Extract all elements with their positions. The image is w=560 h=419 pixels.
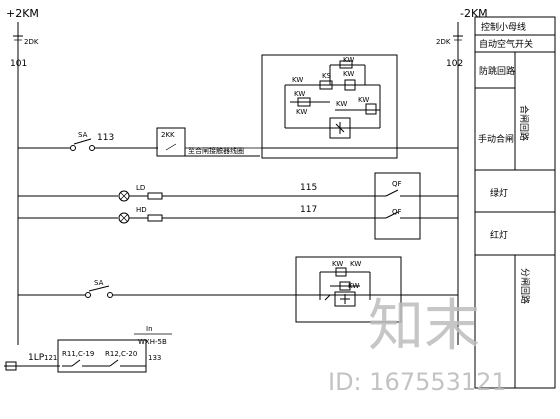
wxh-label: WXH-5B [138, 338, 167, 346]
lp-label: 1LP [28, 353, 45, 363]
antijump-k8: KW [296, 108, 307, 116]
table-anti-jump: 防跳回路 [479, 65, 515, 77]
ld-label: LD [136, 184, 145, 192]
in-label: In [146, 325, 153, 333]
sa-contact-right [89, 145, 95, 151]
table-trip-loop: 分闸回路 [519, 268, 531, 304]
sa-node-label: 113 [97, 133, 114, 143]
antijump-k2: KS [322, 72, 332, 80]
lp-plate [5, 361, 17, 371]
hd-label: HD [136, 206, 147, 214]
r11-label: R11,C-19 [62, 350, 94, 358]
sa-label: SA [78, 131, 88, 139]
trip-t1: KW [332, 260, 343, 268]
qf-label-2: QF [392, 208, 402, 216]
antijump-box [261, 54, 398, 159]
r12-label: R12,C-20 [105, 350, 137, 358]
trip-internals [319, 267, 371, 307]
right-fuse-label: 2DK [436, 38, 451, 46]
qf-box [374, 172, 421, 240]
sa2-label: SA [94, 279, 104, 287]
sa2-contact-left [85, 292, 91, 298]
table-breaker: 自动空气开关 [479, 38, 533, 50]
relay-note: 至合闸接触器线圈 [188, 146, 244, 155]
ld-resistor [147, 192, 163, 200]
trip-t3: KW [348, 282, 359, 290]
table-close-loop: 合闸回路 [518, 105, 530, 141]
table-row-a: 绿灯 [490, 187, 508, 199]
ld-node-label: 115 [300, 183, 317, 193]
antijump-internals [284, 60, 381, 139]
left-node-label: 101 [10, 59, 27, 69]
hd-resistor [147, 214, 163, 222]
right-node-label: 102 [446, 59, 463, 69]
trip-t2: KW [350, 260, 361, 268]
qf-label-1: QF [392, 180, 402, 188]
trip-box [295, 256, 402, 323]
table-manual-close: 手动合闸 [478, 133, 514, 145]
watermark-logo-text: 知末 [368, 294, 480, 359]
sa2-contact-right [107, 292, 113, 298]
node-133: 133 [148, 354, 161, 362]
table-row-b: 红灯 [490, 229, 508, 241]
antijump-k5: KW [294, 90, 305, 98]
relay-box [156, 127, 186, 157]
sa-contact-left [70, 145, 76, 151]
antijump-k4: KW [343, 70, 354, 78]
antijump-k3: KW [343, 56, 354, 64]
watermark-logo: 知末 [368, 294, 480, 359]
left-fuse-label: 2DK [24, 38, 39, 46]
relay-box-label: 2KK [161, 131, 175, 139]
lp-relay-box [57, 339, 147, 373]
right-bus-label: -2KM [460, 7, 488, 20]
table-title: 控制小母线 [481, 21, 526, 33]
antijump-k1: KW [292, 76, 303, 84]
watermark-id: ID: 167553121 [328, 368, 507, 396]
antijump-k7: KW [358, 96, 369, 104]
hd-node-label: 117 [300, 205, 317, 215]
antijump-k6: KW [336, 100, 347, 108]
left-bus-label: +2KM [6, 7, 39, 20]
lp-node: 121 [44, 354, 57, 362]
